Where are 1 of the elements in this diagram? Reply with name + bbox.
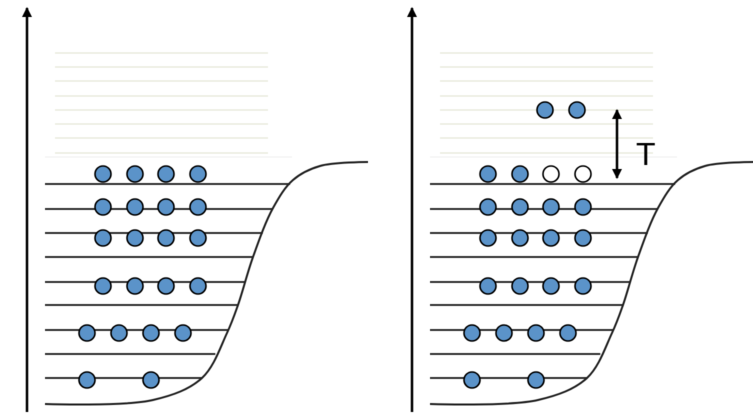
temperature-label: T [636,138,656,170]
